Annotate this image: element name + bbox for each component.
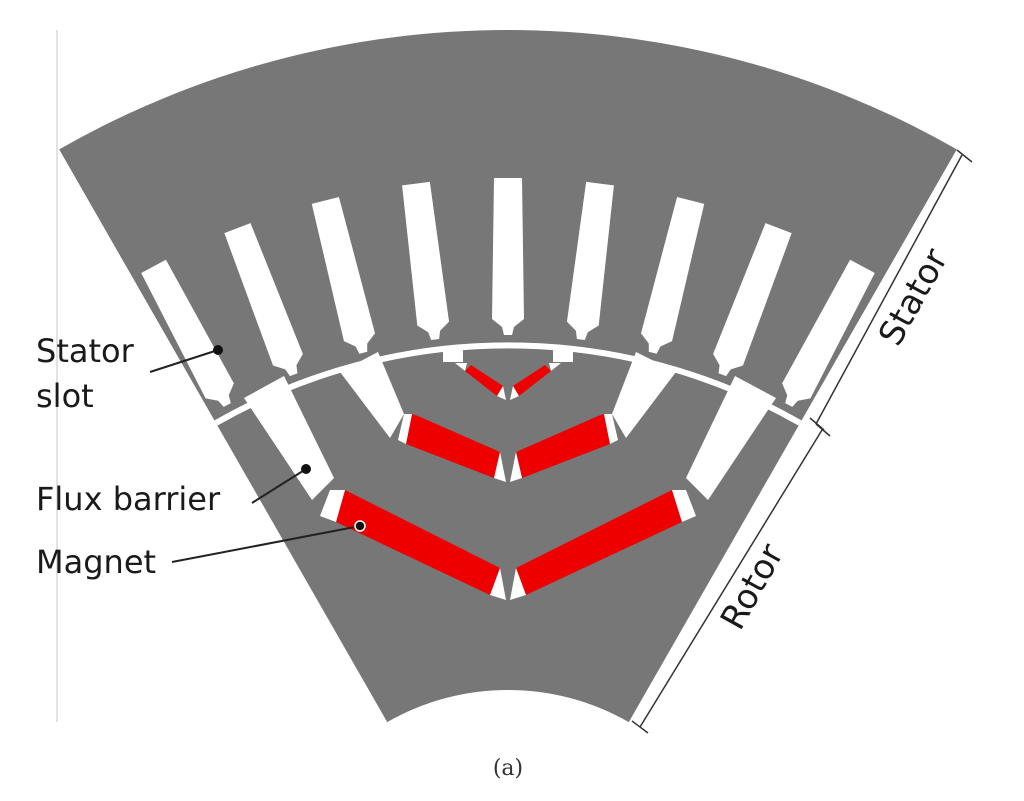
flux-barrier [686, 376, 776, 500]
flux-barrier-label: Flux barrier [36, 480, 221, 518]
magnet-label: Magnet [36, 543, 156, 581]
magnet-leader [171, 525, 361, 563]
stator-slot-label-line2: slot [36, 377, 94, 415]
flux-barrier-marker [301, 464, 311, 474]
stator-slot [311, 197, 375, 354]
iron-sector [59, 29, 957, 723]
stator-slot [224, 223, 303, 377]
air-gap [214, 342, 802, 426]
rotor-dimension [631, 423, 831, 734]
magnet [406, 414, 500, 478]
flux-barrier [443, 349, 463, 362]
magnet [516, 414, 610, 478]
rotor-layers [244, 349, 776, 600]
stator-slot-marker [213, 345, 223, 355]
flux-barrier [553, 349, 573, 362]
motor-sector [59, 29, 957, 723]
stator-slot [492, 178, 524, 335]
stator-slots [141, 178, 875, 407]
stator-slot [566, 181, 614, 340]
stator-slot [641, 197, 705, 354]
figure-caption: (a) [493, 756, 523, 781]
magnet-marker [354, 520, 366, 532]
flux-barrier-leader [251, 468, 307, 504]
stator-slot [782, 259, 875, 407]
stator-slot [141, 259, 234, 407]
stator-slot [713, 223, 792, 377]
stator-slot-leader [149, 349, 219, 373]
stator-slot [402, 181, 450, 340]
magnet [516, 490, 682, 595]
flux-barrier [244, 376, 334, 500]
magnet [336, 490, 500, 595]
flux-barrier [612, 352, 676, 438]
magnet [465, 365, 503, 396]
magnet [513, 365, 551, 396]
flux-barrier [340, 352, 404, 438]
stator-slot-label-line1: Stator [36, 332, 135, 370]
